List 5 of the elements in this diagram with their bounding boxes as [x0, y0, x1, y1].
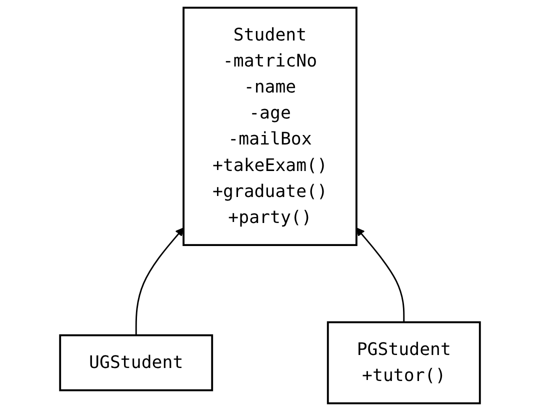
node-box: PGStudent +tutor()	[326, 321, 481, 404]
arrow	[135, 228, 184, 336]
node-box: Student -matricNo -name -age -mailBox +takeExam() +graduate() +party()	[182, 6, 358, 246]
arrow	[356, 228, 405, 322]
node-box: UGStudent	[59, 334, 214, 392]
